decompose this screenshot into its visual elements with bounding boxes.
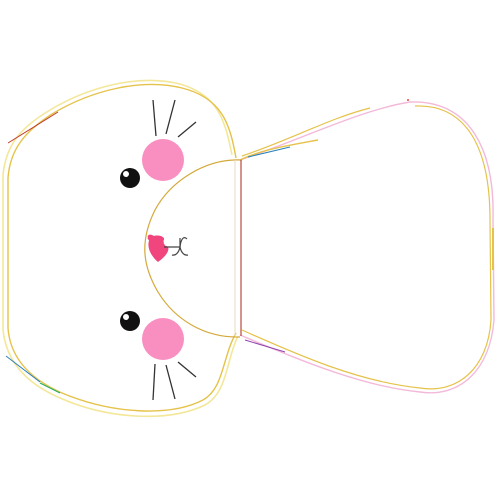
eye-bottom-pupil [120, 311, 140, 331]
whisker [177, 121, 197, 138]
head-outline-inner [7, 83, 237, 412]
whiskers-top [152, 99, 197, 138]
ear-right-outline-gold [241, 105, 492, 390]
ear-right [239, 99, 495, 394]
ear-right-accent-blue [247, 146, 291, 158]
mouth-right-curve [179, 237, 188, 248]
whisker [165, 99, 176, 135]
whisker [152, 99, 157, 137]
nose-heart-main [148, 235, 169, 262]
muzzle [144, 159, 243, 338]
cheek-bottom [142, 318, 184, 360]
whisker [152, 363, 156, 401]
eye-bottom-highlight [123, 314, 129, 320]
head-accent-red [7, 111, 59, 144]
cheek-top [142, 139, 184, 181]
ear-right-outline-pink [239, 101, 495, 394]
eye-top-pupil [120, 168, 140, 188]
whisker [177, 361, 197, 378]
head-accent-blue [5, 355, 41, 383]
ear-right-dot [407, 99, 409, 101]
whisker [165, 364, 176, 400]
nose [147, 234, 189, 262]
head [2, 79, 239, 418]
mouth-line [164, 238, 189, 256]
muzzle-outline [144, 159, 243, 338]
whiskers-bottom [152, 361, 197, 401]
ear-right-accent-purple [244, 339, 286, 353]
head-outline-outer [2, 79, 239, 418]
head-accent-green [39, 382, 61, 394]
ear-right-seam-gold [239, 139, 319, 161]
eye-bottom [120, 311, 184, 360]
eye-top-highlight [123, 171, 129, 177]
eye-top [120, 139, 184, 188]
